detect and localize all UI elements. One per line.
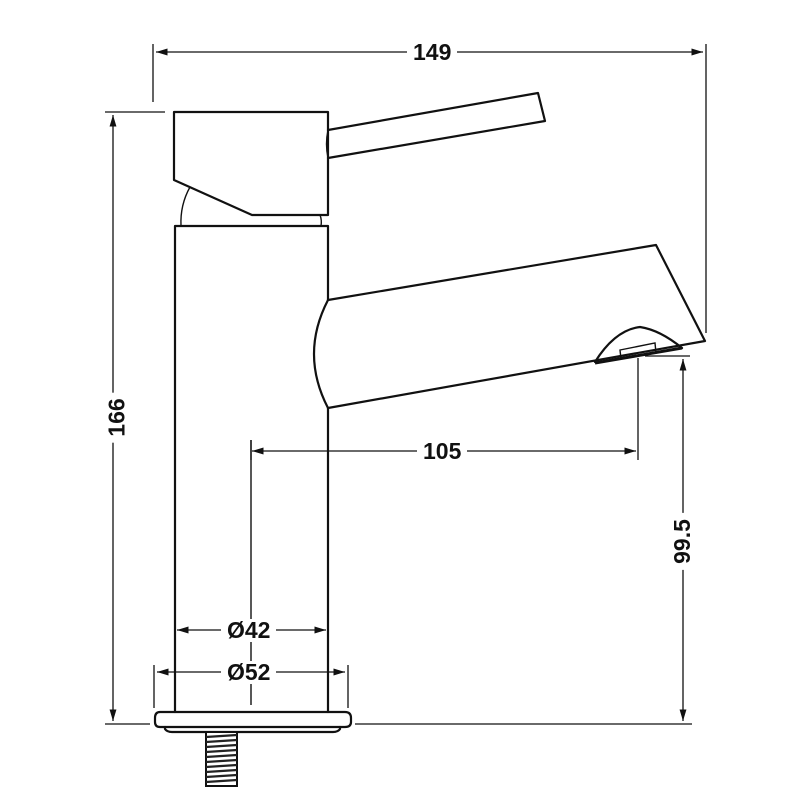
threaded-tail [205, 731, 238, 787]
spout [313, 243, 707, 410]
tap-body [153, 224, 353, 734]
dim-overall-width [152, 44, 707, 333]
dim-label-body-diameter: Ø42 [221, 619, 277, 642]
dim-label-outlet-height: 99.5 [669, 513, 695, 570]
dim-label-base-diameter: Ø52 [221, 661, 277, 684]
lever-head [172, 110, 330, 227]
dim-label-overall-height: 166 [104, 392, 130, 443]
lever-arm [325, 91, 547, 160]
dim-label-spout-reach: 105 [417, 440, 468, 463]
dim-label-overall-width: 149 [407, 41, 458, 64]
dim-outlet-height [355, 355, 692, 725]
